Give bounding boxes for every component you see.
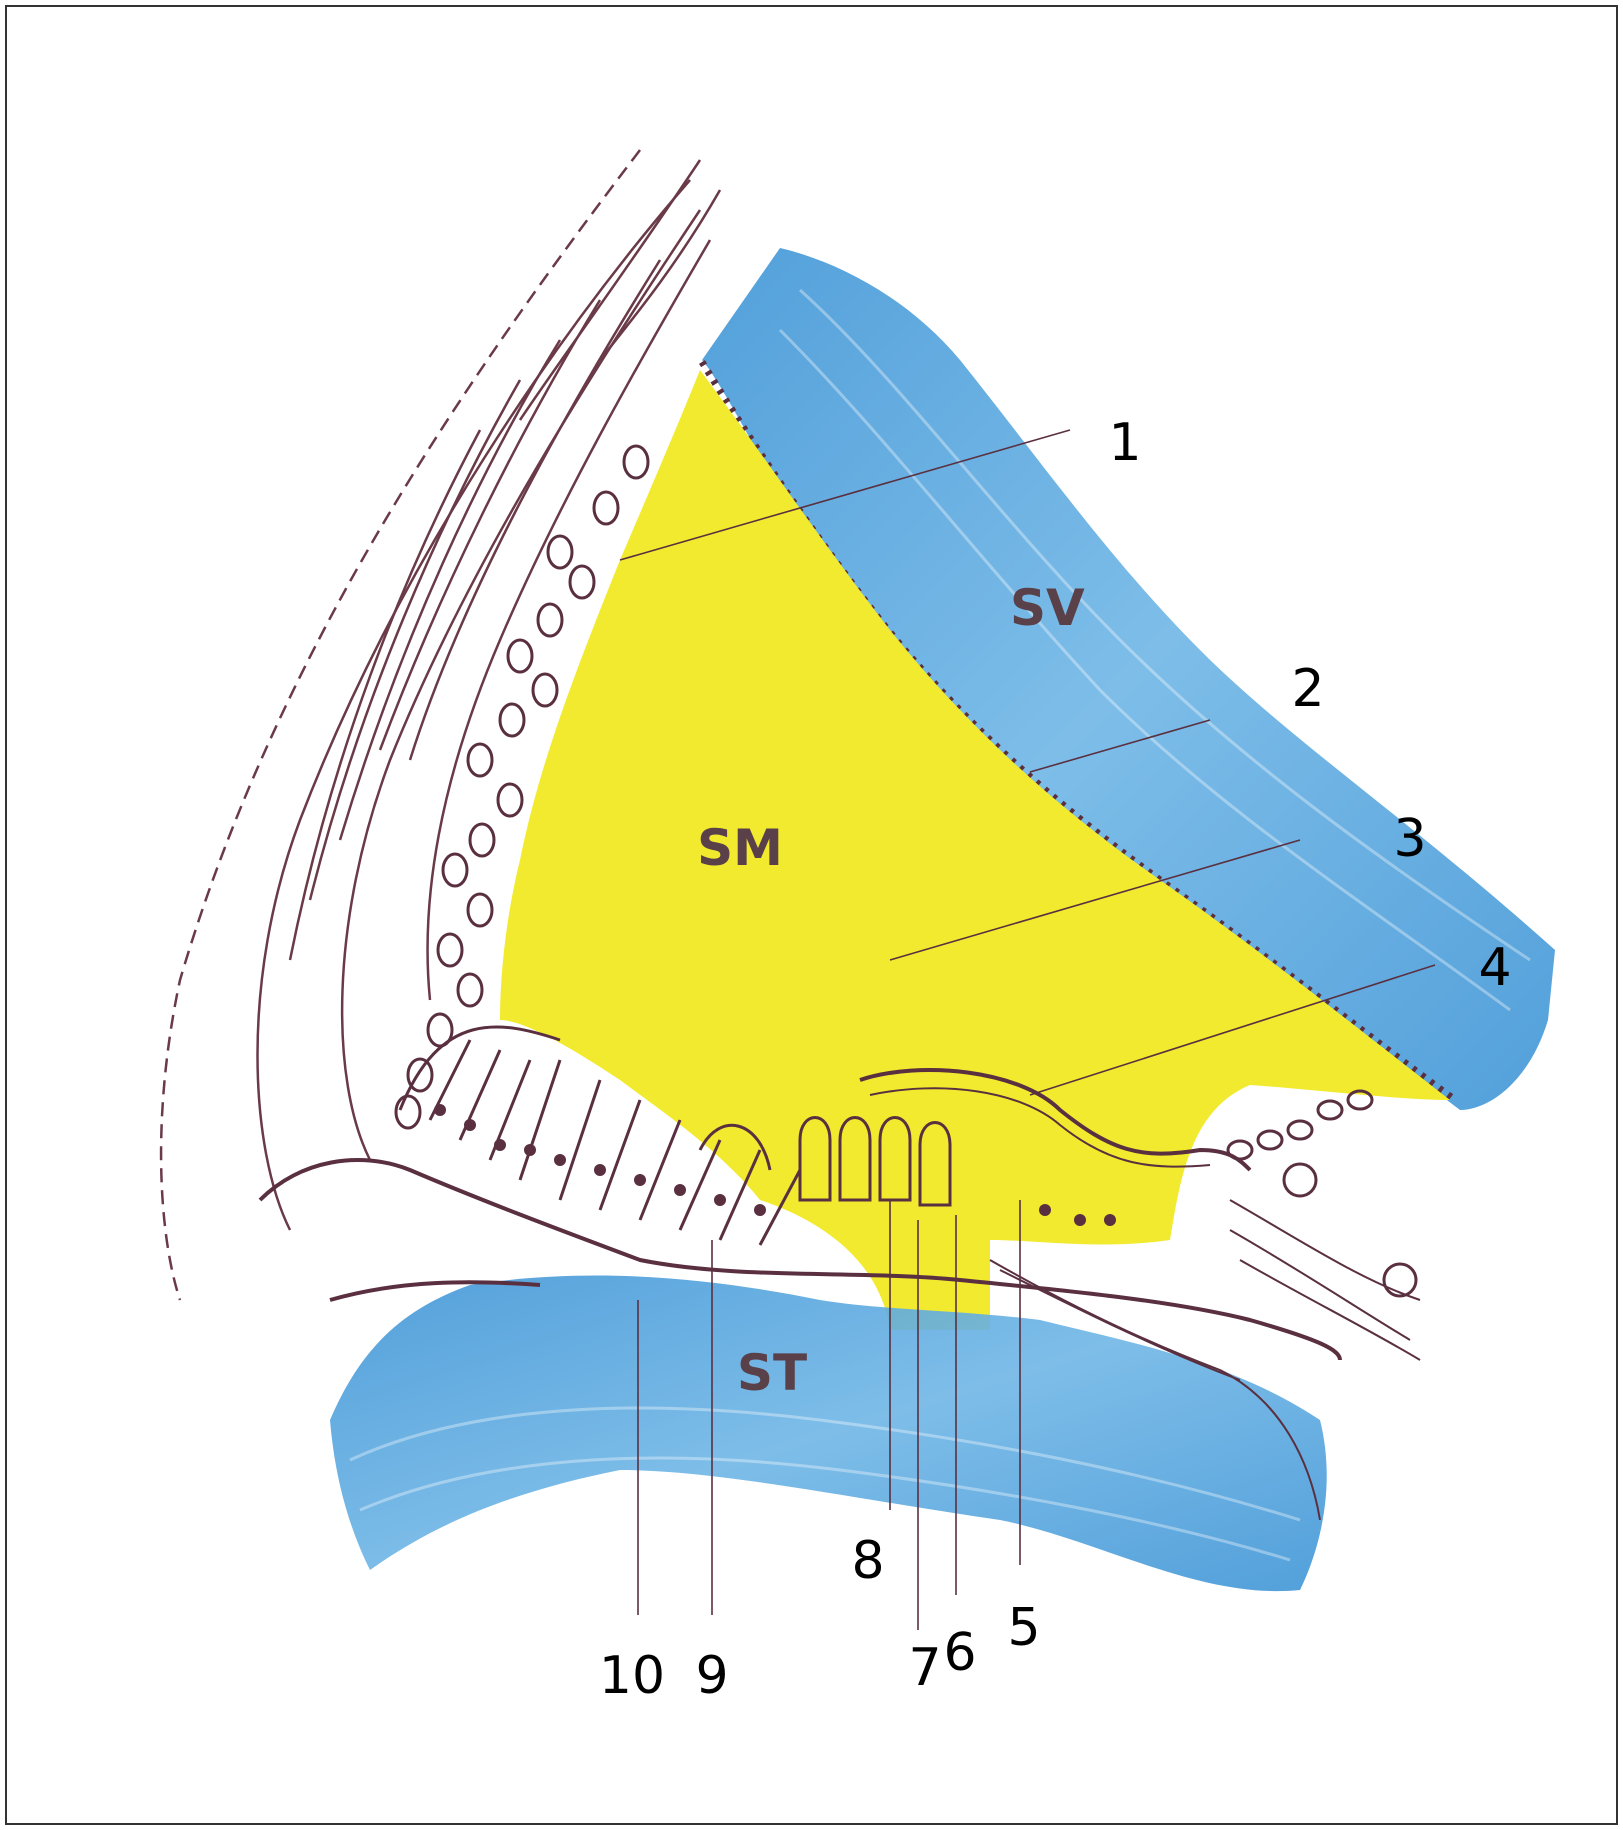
stria-vascularis-cells [394,444,650,1130]
tectorial-membrane-inner [869,1087,1211,1168]
callout-4: 4 [1478,938,1511,998]
callout-7: 7 [908,1638,941,1698]
callout-10: 10 [599,1646,665,1706]
callout-5: 5 [1007,1598,1040,1658]
label-scala-media: SM [697,819,783,877]
cochlear-nerve-fibers [989,1199,1421,1521]
callout-2: 2 [1291,659,1324,719]
scala-tympani-texture [349,1406,1301,1562]
cell-nuclei [434,1104,1116,1226]
scala-tympani [330,1275,1327,1592]
callout-3: 3 [1393,809,1426,869]
osseous-spiral-lamina [329,1280,541,1302]
figure-frame [5,5,1618,1825]
scala-vestibuli-texture [778,288,1531,1012]
label-scala-tympani: ST [737,1344,807,1402]
callout-6: 6 [943,1623,976,1683]
callout-1: 1 [1108,413,1141,473]
tectorial-membrane [859,1068,1252,1172]
outer-sulcus-cells [1226,1089,1418,1298]
callout-9: 9 [695,1646,728,1706]
scala-media [500,370,1450,1330]
basilar-membrane [258,1158,1342,1361]
leader-lines [619,429,1436,1630]
label-scala-vestibuli: SV [1010,579,1085,637]
callout-8: 8 [851,1531,884,1591]
spiral-ligament-fibers [159,149,722,1301]
scala-vestibuli [702,248,1555,1110]
organ-of-corti-hair-cells [698,1116,952,1207]
